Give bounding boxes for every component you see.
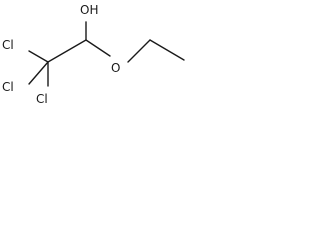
bond-o-ch2	[127, 39, 151, 63]
bond-ch2-ch3	[149, 39, 185, 61]
hydroxyl-label: OH	[80, 3, 98, 17]
bond-c-cl-left	[28, 61, 49, 85]
bond-ccl3-ch	[47, 39, 87, 63]
ether-oxygen-label: O	[111, 61, 120, 75]
chemical-structure: OH O Cl Cl Cl	[2, 3, 185, 106]
bond-ch-o	[85, 39, 111, 57]
structure-canvas: OH O Cl Cl Cl	[0, 0, 192, 118]
chlorine-left-label: Cl	[2, 80, 14, 94]
chlorine-top-label: Cl	[2, 38, 14, 52]
bond-c-cl-top	[28, 50, 49, 63]
chlorine-bottom-label: Cl	[36, 92, 48, 106]
